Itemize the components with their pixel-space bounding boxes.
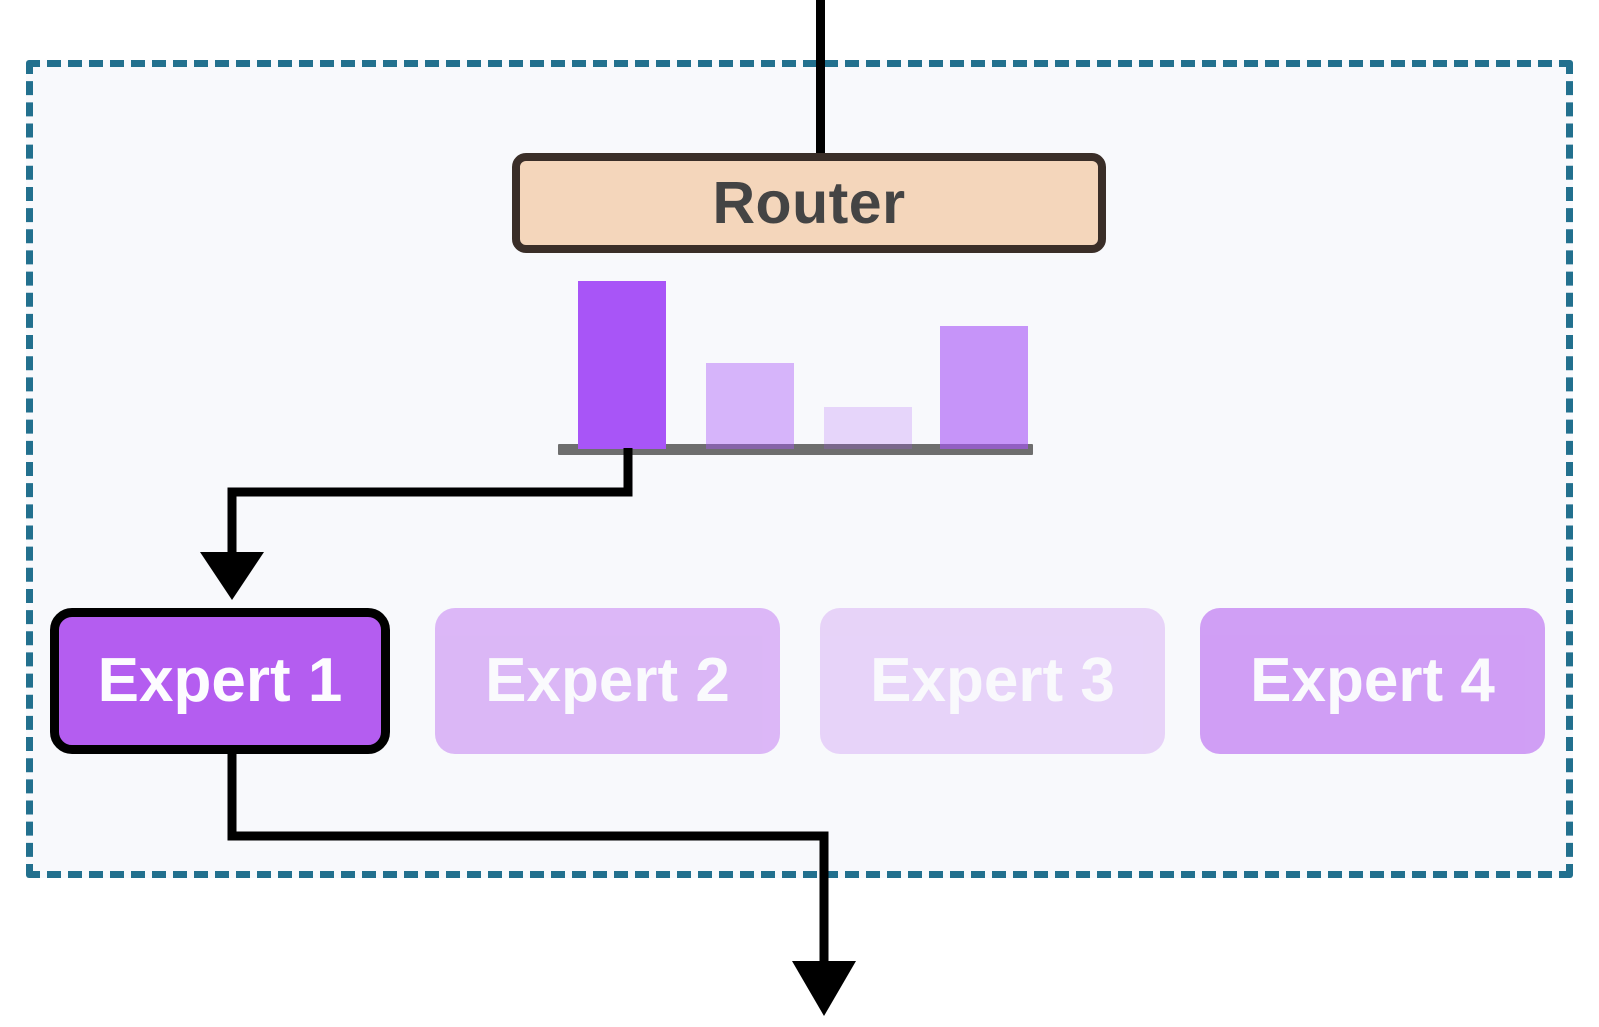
expert-label-2: Expert 2 xyxy=(485,646,730,715)
router-node[interactable]: Router xyxy=(512,153,1106,253)
expert-box-2[interactable]: Expert 2 xyxy=(435,608,780,754)
expert-row: Expert 1 Expert 2 Expert 3 Expert 4 xyxy=(50,608,1545,754)
expert-label-3: Expert 3 xyxy=(870,646,1115,715)
expert-label-1: Expert 1 xyxy=(97,646,343,715)
expert-label-4: Expert 4 xyxy=(1250,646,1495,715)
expert-box-4[interactable]: Expert 4 xyxy=(1200,608,1545,754)
expert-box-3[interactable]: Expert 3 xyxy=(820,608,1165,754)
expert-box-1[interactable]: Expert 1 xyxy=(50,608,390,754)
gate-bar-2 xyxy=(824,407,912,449)
gate-bar-1 xyxy=(706,363,794,449)
gate-probability-chart xyxy=(558,270,1038,455)
input-wire xyxy=(816,0,825,162)
gate-bar-3 xyxy=(940,326,1028,449)
gate-bar-0 xyxy=(578,281,666,449)
router-label: Router xyxy=(712,169,906,236)
chart-baseline xyxy=(558,444,1033,455)
